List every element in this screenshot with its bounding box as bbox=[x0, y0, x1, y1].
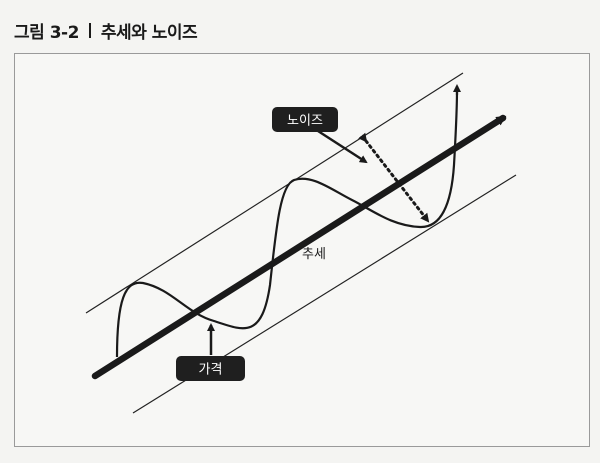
price-label-text: 가격 bbox=[199, 363, 223, 378]
noise-label-text: 노이즈 bbox=[287, 114, 323, 129]
price-curve bbox=[115, 89, 459, 358]
noise-pointer bbox=[317, 129, 368, 164]
upper-channel-line bbox=[85, 72, 464, 314]
figure-caption: 그림 3-2 추세와 노이즈 bbox=[14, 18, 198, 43]
figure-number: 그림 3-2 bbox=[14, 23, 79, 43]
noise-label: 노이즈 bbox=[272, 107, 338, 132]
figure-title: 추세와 노이즈 bbox=[100, 23, 198, 43]
trend-arrow bbox=[91, 114, 507, 380]
noise-range-arrow bbox=[358, 132, 430, 223]
trend-label: 추세 bbox=[302, 247, 326, 262]
caption-separator bbox=[88, 23, 91, 38]
price-label: 가격 bbox=[176, 356, 245, 381]
